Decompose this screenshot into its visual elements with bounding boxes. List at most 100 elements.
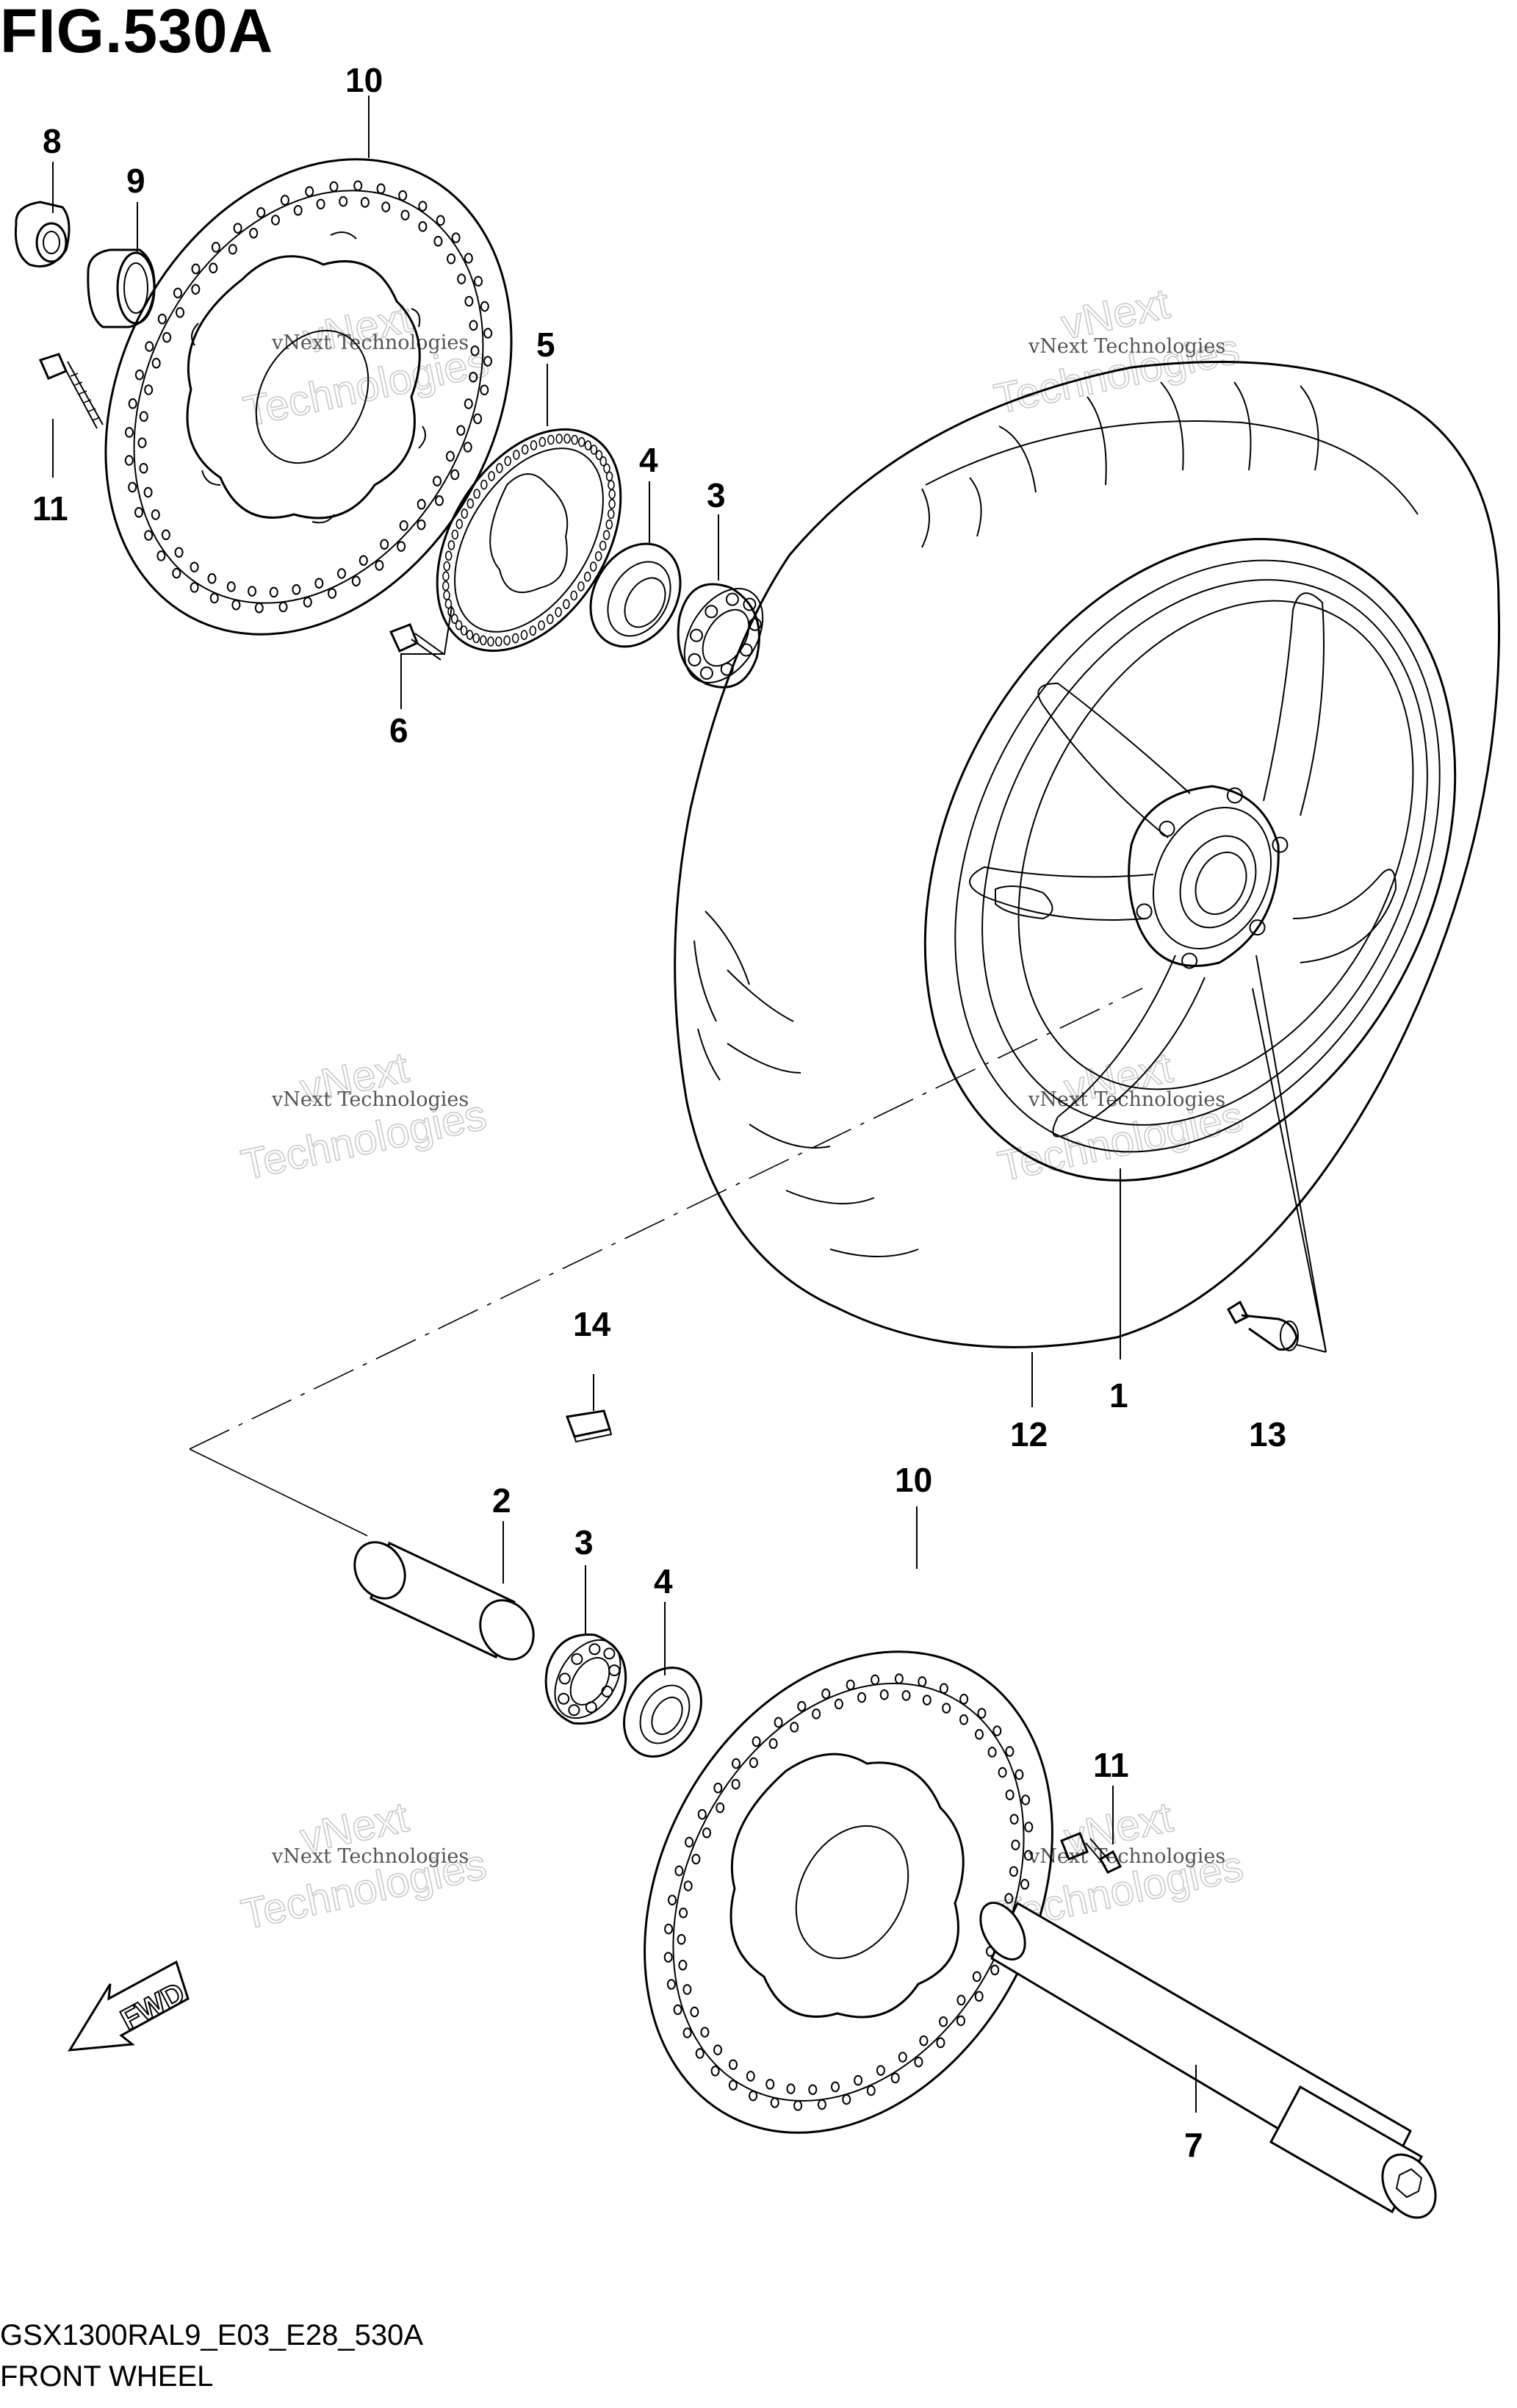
- disc-hole: [376, 183, 386, 195]
- disc-hole: [857, 1692, 866, 1703]
- disc-hole: [134, 369, 144, 381]
- disc-hole: [679, 1907, 688, 1919]
- disc-hole: [463, 442, 472, 453]
- disc-hole: [992, 1725, 1002, 1736]
- disc-hole: [280, 195, 289, 206]
- disc-hole: [663, 1952, 673, 1963]
- disc-hole: [674, 1865, 684, 1877]
- disc-hole: [450, 469, 460, 481]
- rotor-tooth: [583, 571, 591, 582]
- rotor-tooth: [472, 633, 480, 644]
- rotor-tooth: [555, 434, 563, 444]
- disc-hole: [774, 1717, 783, 1728]
- rotor-tooth: [602, 530, 610, 540]
- rotor-tooth: [547, 434, 555, 445]
- disc-hole: [812, 1708, 821, 1719]
- disc-hole: [972, 1971, 981, 1983]
- rotor-tooth: [605, 519, 613, 530]
- callout-12: 12: [1010, 1415, 1048, 1453]
- disc-hole: [817, 2099, 826, 2110]
- disc-hole: [673, 2004, 682, 2016]
- disc-hole: [139, 462, 148, 474]
- disc-lower-holes: [663, 1673, 1034, 2111]
- disc-hole: [901, 1690, 911, 1701]
- disc-hole: [700, 2027, 710, 2038]
- disc-hole: [683, 1880, 693, 1891]
- leader-lines: [52, 96, 1327, 2113]
- rotor-tooth: [496, 463, 503, 473]
- bolt-part-6: [389, 623, 444, 661]
- rotor-tooth: [521, 444, 529, 455]
- rotor-tooth: [590, 445, 598, 455]
- callout-labels: 10 8 9 11 5 4 3 6 14 1 12 13 10 2 3 4 11…: [32, 61, 1286, 2164]
- disc-hole: [731, 1778, 741, 1790]
- disc-hole: [337, 568, 346, 579]
- disc-hole: [716, 1802, 725, 1814]
- rotor-tooth: [487, 636, 494, 647]
- disc-hole: [713, 1782, 723, 1794]
- rotor-teeth: [442, 434, 616, 647]
- watermark-company: vNext Technologies: [271, 331, 469, 354]
- rotor-tooth: [460, 625, 468, 636]
- rotor-tooth: [538, 620, 545, 630]
- rotor-tooth: [480, 479, 488, 490]
- disc-hole: [831, 2081, 840, 2093]
- disc-hole: [469, 320, 478, 331]
- disc-hole: [959, 1694, 969, 1705]
- rotor-tooth: [447, 540, 455, 550]
- disc-hole: [278, 601, 288, 613]
- bearing-part-3-lower: [544, 1634, 627, 1725]
- callout-8: 8: [43, 122, 62, 160]
- rotor-tooth: [555, 607, 562, 617]
- rotor-tooth: [443, 561, 451, 572]
- rotor-tooth: [461, 508, 469, 519]
- rotor-tooth: [466, 630, 474, 640]
- fwd-label: FWD: [115, 1977, 190, 2037]
- callout-3-lower: 3: [574, 1523, 594, 1561]
- bearing-ball: [571, 1653, 583, 1665]
- disc-hole: [975, 1729, 984, 1740]
- rotor-tooth: [451, 529, 459, 540]
- disc-hole: [919, 2035, 929, 2046]
- dust-seal-part-9: [87, 248, 156, 328]
- callout-5: 5: [536, 326, 555, 364]
- disc-hole: [144, 384, 154, 395]
- disc-hole: [137, 437, 147, 448]
- disc-hole: [173, 287, 182, 298]
- bearing-ball: [558, 1672, 571, 1685]
- callout-11-lower: 11: [1093, 1746, 1129, 1784]
- bearing-ball: [585, 1701, 597, 1714]
- disc-hole: [677, 1934, 686, 1945]
- disc-hole: [228, 243, 237, 255]
- disc-hole: [797, 1700, 807, 1712]
- disc-hole: [447, 253, 456, 265]
- disc-hole: [697, 1808, 707, 1820]
- disc-hole: [151, 358, 161, 369]
- bearing-ball: [690, 628, 703, 642]
- disc-hole: [1009, 1866, 1018, 1877]
- hub-bolt-hole: [1226, 787, 1243, 804]
- svg-text:vNext Technologies: vNext Technologies: [1028, 1845, 1225, 1868]
- disc-hole: [710, 2066, 720, 2077]
- disc-hole: [668, 1894, 677, 1905]
- disc-hole: [936, 2037, 945, 2049]
- disc-hole: [145, 341, 154, 352]
- disc-hole: [691, 1853, 701, 1865]
- callout-10-lower: 10: [895, 1461, 932, 1499]
- disc-hole: [939, 2016, 948, 2027]
- disc-hole: [998, 1767, 1007, 1778]
- bearing-ball: [688, 653, 702, 666]
- disc-hole: [456, 425, 466, 436]
- disc-hole: [417, 519, 426, 531]
- disc-hole: [959, 1714, 968, 1725]
- disc-hole: [400, 209, 410, 220]
- disc-hole: [143, 486, 153, 498]
- disc-hole: [433, 236, 443, 247]
- disc-hole: [678, 1960, 688, 1971]
- disc-hole: [914, 2056, 923, 2068]
- disc-hole: [786, 2083, 796, 2094]
- callout-9: 9: [126, 162, 145, 200]
- disc-hole: [483, 356, 492, 367]
- rotor-tooth: [444, 550, 453, 561]
- disc-hole: [749, 1757, 758, 1769]
